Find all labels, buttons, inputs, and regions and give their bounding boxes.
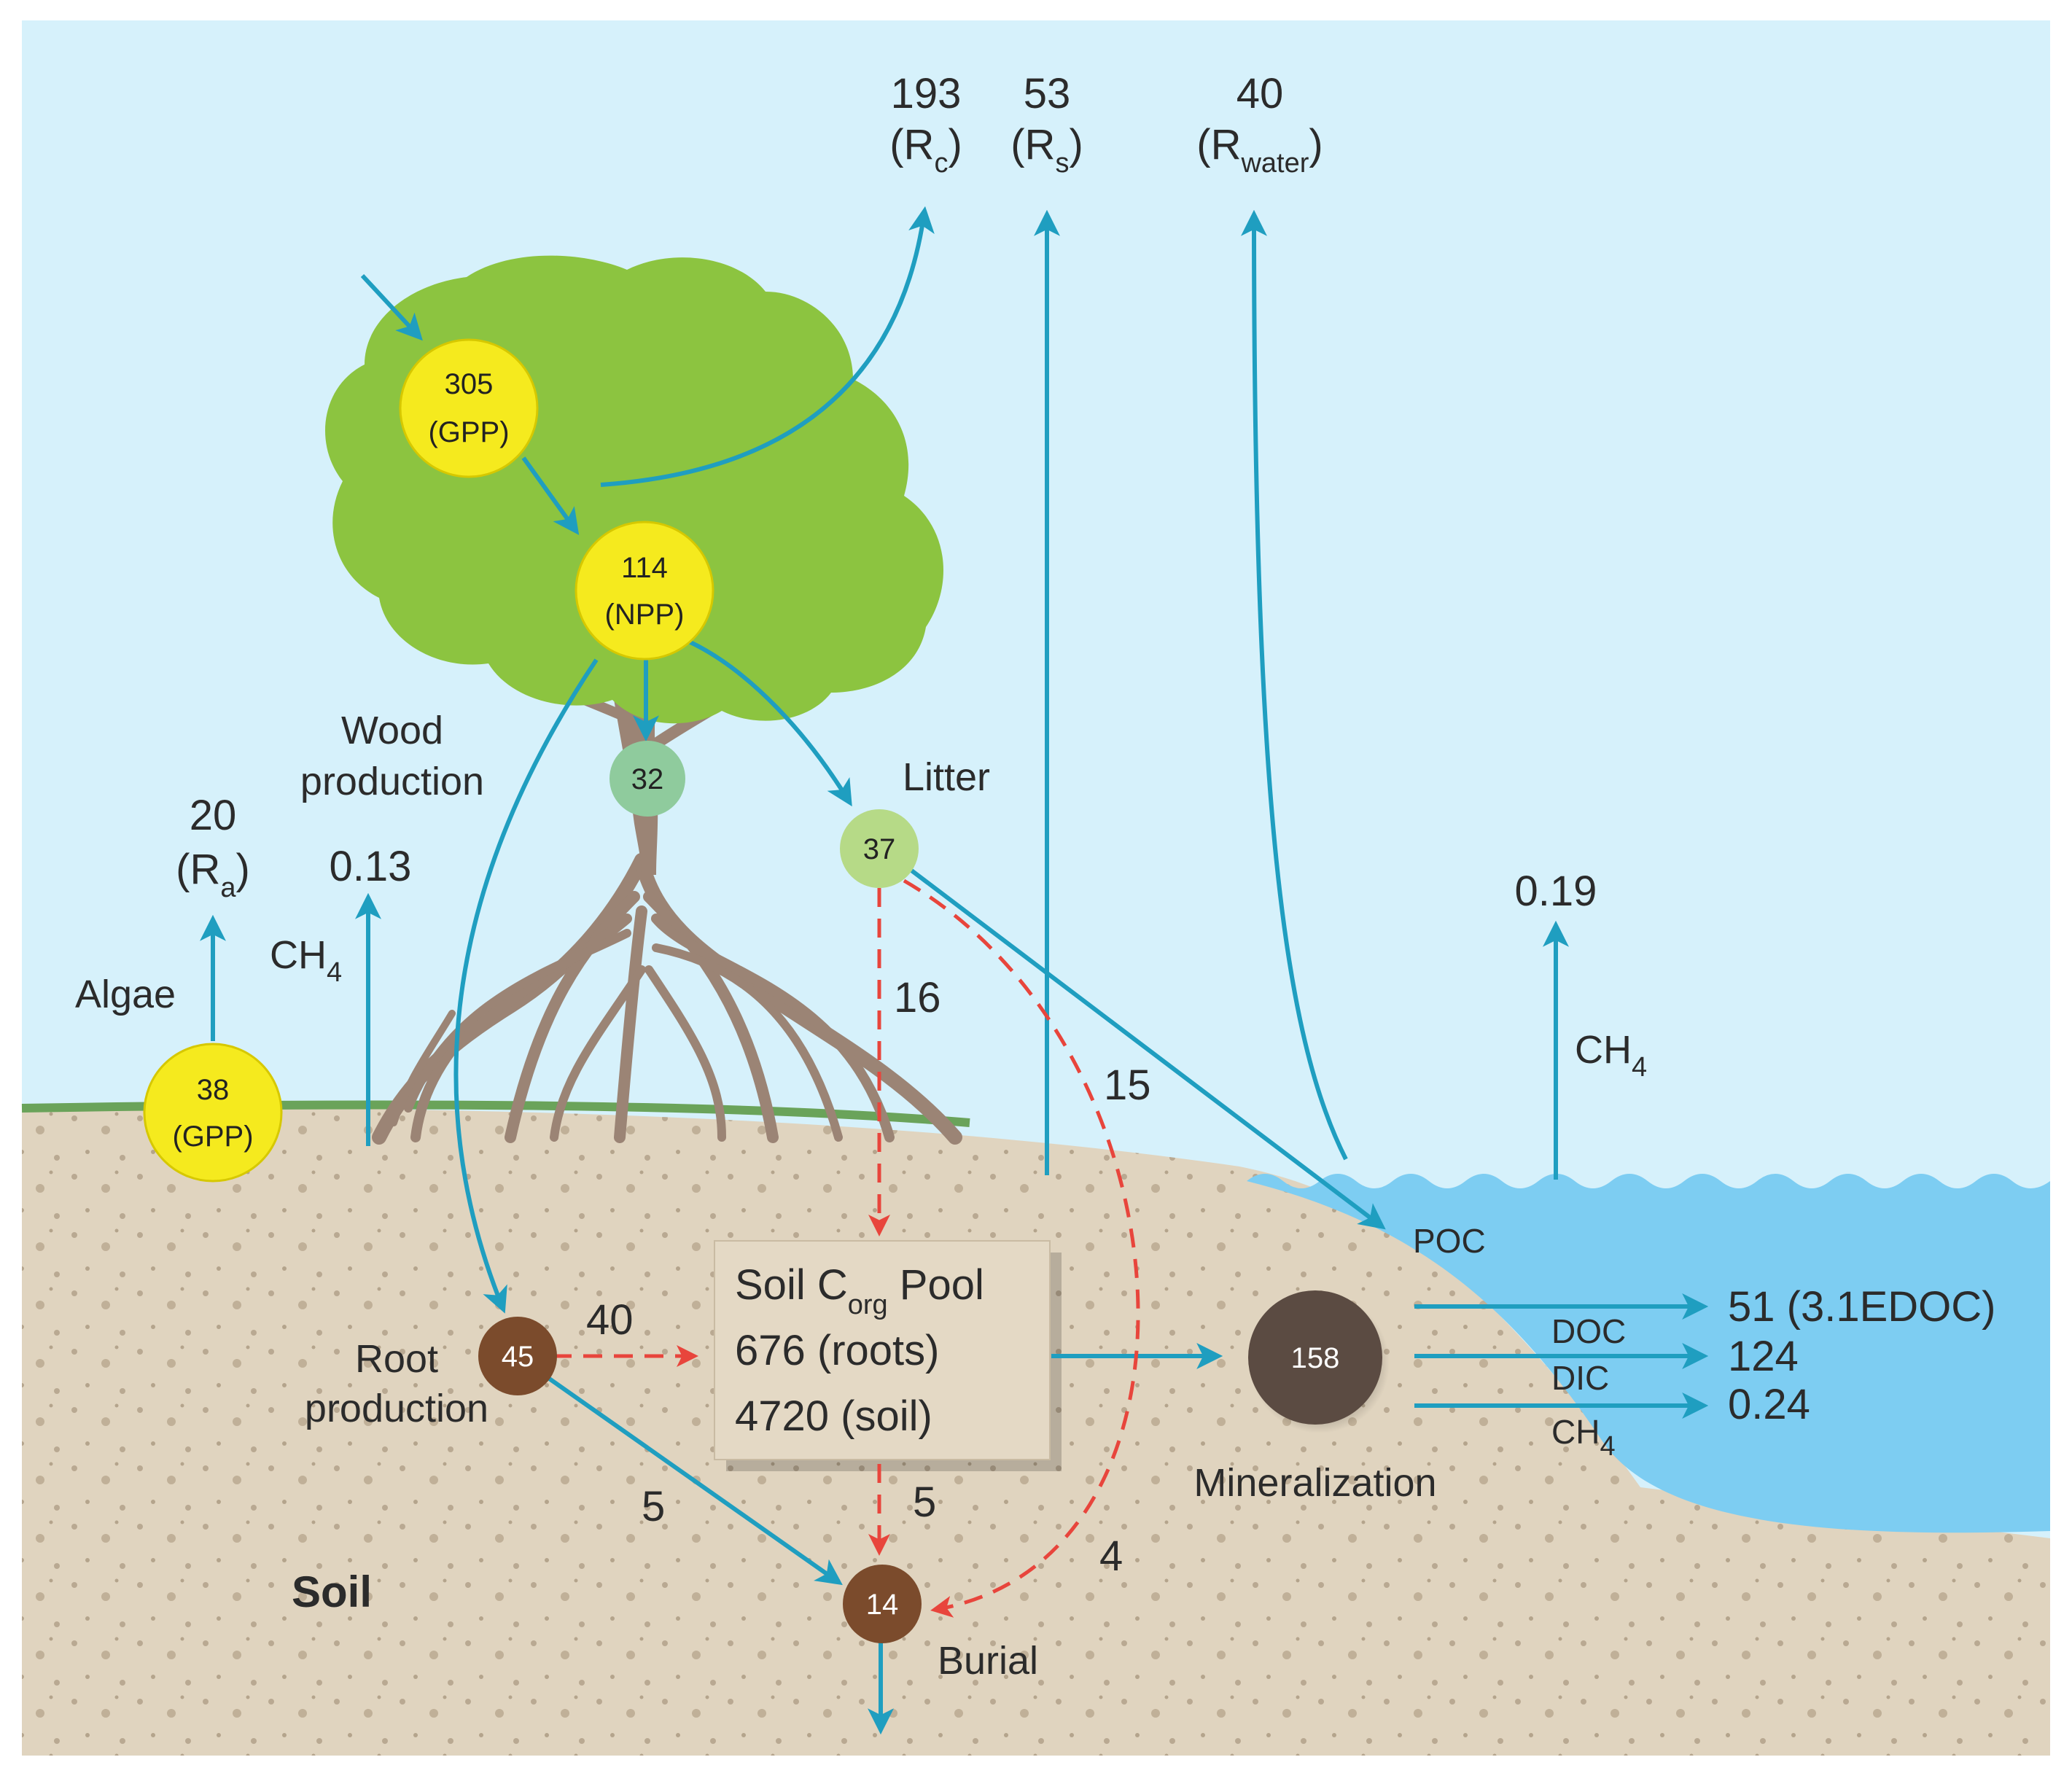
soil-ch4-value: 0.13 [330, 843, 412, 890]
poc-label: POC [1413, 1222, 1486, 1260]
flux-litter-to-water: 15 [1104, 1062, 1151, 1109]
root-to-burial-arrow [547, 1376, 843, 1586]
soil-pool-roots: 676 (roots) [735, 1327, 939, 1374]
rs-label: 53 (Rs) [1010, 70, 1083, 179]
root-production-line1: Root [355, 1337, 438, 1381]
flux-litter-to-soil: 16 [894, 974, 941, 1021]
rwater-label: 40 (Rwater) [1196, 70, 1323, 179]
litter-label: Litter [903, 755, 990, 799]
rs-value: 53 [1024, 70, 1071, 117]
root-value: 45 [502, 1341, 534, 1373]
wood-value: 32 [631, 763, 664, 795]
soil-ch4-label: CH4 [270, 933, 342, 988]
flux-litter-to-burial: 4 [1099, 1532, 1123, 1580]
water-body [1247, 1174, 2050, 1533]
mangrove-roots [372, 853, 962, 1145]
flux-root-to-pool: 40 [586, 1296, 634, 1344]
soil-pool-soil: 4720 (soil) [735, 1392, 932, 1440]
dic-label: DIC [1551, 1359, 1609, 1397]
rc-arrow [600, 206, 935, 487]
ch4-export-label: CH4 [1551, 1413, 1616, 1462]
rc-label: 193 (Rc) [889, 70, 962, 179]
ra-value: 20 [190, 792, 237, 839]
litter-to-poc-arrow [906, 865, 1386, 1230]
soil-pool-title: Soil Corg Pool [735, 1261, 984, 1320]
algae-label: Algae [75, 973, 176, 1016]
litter-to-burial-dashed [903, 879, 1140, 1618]
rwater-value: 40 [1236, 70, 1284, 117]
litter-value: 37 [863, 833, 896, 865]
ra-text: (Ra) [176, 846, 250, 903]
water-ch4-label: CH4 [1575, 1028, 1647, 1083]
dic-value: 124 [1728, 1333, 1799, 1380]
water-ch4-value: 0.19 [1515, 868, 1597, 915]
rc-text: (Rc) [889, 121, 962, 179]
gpp-tree-label: (GPP) [428, 416, 509, 448]
flux-pool-to-burial: 5 [913, 1479, 936, 1526]
algae-gpp-node: 38 (GPP) [143, 1043, 283, 1183]
gpp-tree-value: 305 [445, 368, 494, 400]
soil-pool-box [714, 1240, 1051, 1460]
mineralization-label: Mineralization [1193, 1461, 1436, 1505]
wood-production-line2: production [300, 760, 484, 803]
rc-value: 193 [891, 70, 962, 117]
mineralization-value: 158 [1291, 1342, 1340, 1374]
mineralization-node: 158 [1248, 1290, 1390, 1433]
burial-node: 14 [843, 1565, 922, 1643]
burial-value: 14 [866, 1589, 899, 1621]
light-input-arrow [360, 273, 423, 341]
npp-value: 114 [621, 552, 668, 584]
gpp-to-npp-arrow [521, 456, 580, 535]
npp-label: (NPP) [605, 599, 685, 631]
root-node: 45 [478, 1317, 557, 1395]
algae-gpp-label: (GPP) [172, 1121, 253, 1153]
litter-node: 37 [840, 809, 919, 888]
flux-root-to-burial: 5 [642, 1483, 665, 1530]
rs-text: (Rs) [1010, 121, 1083, 179]
wood-production-line1: Wood [341, 709, 443, 752]
gpp-tree-node: 305 (GPP) [399, 338, 539, 478]
algae-gpp-value: 38 [197, 1074, 230, 1106]
root-production-line2: production [305, 1387, 488, 1430]
rwater-arrow [1241, 209, 1348, 1161]
wood-node: 32 [609, 741, 685, 817]
rwater-text: (Rwater) [1196, 121, 1323, 179]
npp-node: 114 (NPP) [575, 521, 714, 661]
doc-label: DOC [1551, 1312, 1626, 1350]
npp-to-root-arrow [453, 658, 599, 1314]
doc-value: 51 (3.1EDOC) [1728, 1283, 1995, 1331]
burial-label: Burial [938, 1639, 1038, 1683]
npp-to-litter-arrow [688, 639, 852, 807]
soil-label: Soil [292, 1567, 372, 1616]
ch4-export-value: 0.24 [1728, 1381, 1810, 1428]
